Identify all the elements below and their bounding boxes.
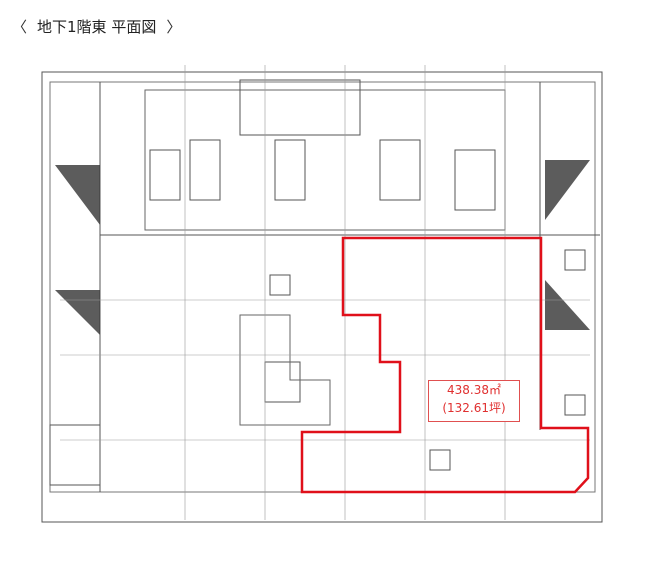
- outer-boundary: [41, 71, 603, 523]
- area-label: 438.38㎡ (132.61坪): [428, 380, 520, 422]
- area-sqm: 438.38㎡: [447, 383, 501, 397]
- area-tsubo: (132.61坪): [442, 401, 506, 415]
- prev-floor-button[interactable]: 〈: [12, 18, 28, 36]
- floor-title: 地下1階東 平面図: [37, 18, 157, 36]
- floor-title-bar: 〈 地下1階東 平面図 〉: [8, 16, 185, 37]
- next-floor-button[interactable]: 〉: [166, 18, 182, 36]
- leasable-area-outline: [300, 236, 590, 494]
